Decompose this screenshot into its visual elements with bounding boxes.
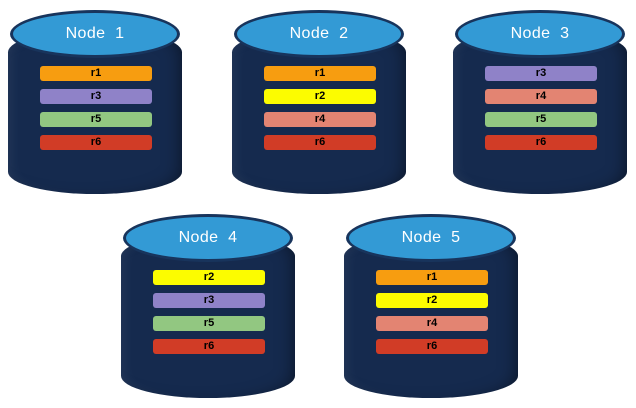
replica-bar-r6[interactable]: r6 [264,135,376,150]
replica-bar-r3[interactable]: r3 [153,293,265,308]
replica-bar-r2[interactable]: r2 [153,270,265,285]
replica-bar-r4[interactable]: r4 [264,112,376,127]
replica-bar-r5[interactable]: r5 [485,112,597,127]
replica-bar-r1[interactable]: r1 [376,270,488,285]
replica-bar-r6[interactable]: r6 [153,339,265,354]
replica-bar-r1[interactable]: r1 [40,66,152,81]
replica-bar-r1[interactable]: r1 [264,66,376,81]
replica-bar-r4[interactable]: r4 [485,89,597,104]
node-top-ellipse [346,214,516,262]
node-cylinder-2[interactable]: Node 2 r1 r2 r4 r6 [232,8,406,194]
node-cylinder-5[interactable]: Node 5 r1 r2 r4 r6 [344,212,518,398]
node-label: Node 3 [510,25,570,42]
replica-bar-r2[interactable]: r2 [264,89,376,104]
node-cylinder-1[interactable]: Node 1 r1 r3 r5 r6 [8,8,182,194]
replica-bar-r6[interactable]: r6 [485,135,597,150]
replica-bar-r2[interactable]: r2 [376,293,488,308]
node-top-ellipse [10,10,180,58]
node-top-ellipse [234,10,404,58]
node-label: Node 4 [178,229,238,246]
replica-list: r1 r2 r4 r6 [264,66,376,150]
replica-list: r1 r2 r4 r6 [376,270,488,354]
node-label: Node 1 [65,25,125,42]
node-cylinder-4[interactable]: Node 4 r2 r3 r5 r6 [121,212,295,398]
replica-bar-r6[interactable]: r6 [40,135,152,150]
node-top-ellipse [455,10,625,58]
replica-bar-r5[interactable]: r5 [153,316,265,331]
replica-bar-r5[interactable]: r5 [40,112,152,127]
replica-bar-r3[interactable]: r3 [485,66,597,81]
replica-bar-r6[interactable]: r6 [376,339,488,354]
node-label: Node 5 [401,229,461,246]
node-label: Node 2 [289,25,349,42]
node-top-ellipse [123,214,293,262]
replica-bar-r4[interactable]: r4 [376,316,488,331]
replica-list: r1 r3 r5 r6 [40,66,152,150]
replica-bar-r3[interactable]: r3 [40,89,152,104]
replica-list: r3 r4 r5 r6 [485,66,597,150]
replica-list: r2 r3 r5 r6 [153,270,265,354]
node-cylinder-3[interactable]: Node 3 r3 r4 r5 r6 [453,8,627,194]
